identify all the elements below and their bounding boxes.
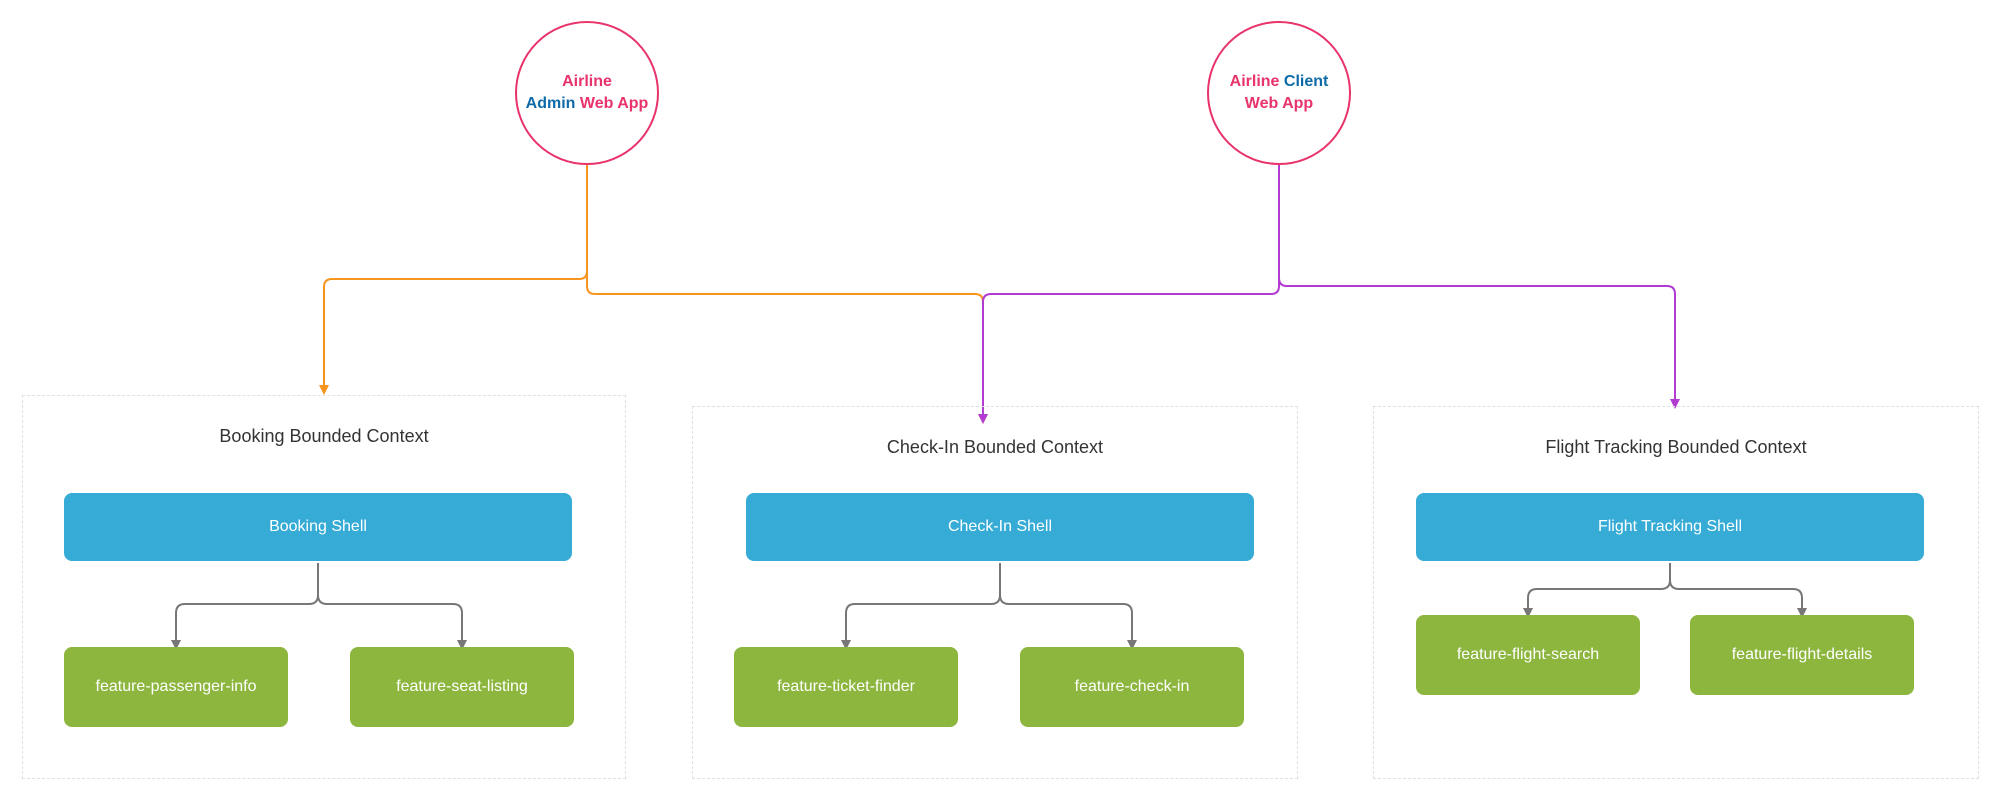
app-label-part: Admin	[525, 95, 576, 112]
booking-bounded-context: Booking Bounded Context	[22, 395, 626, 779]
context-title: Booking Bounded Context	[219, 426, 429, 446]
check-in-bounded-context: Check-In Bounded Context	[692, 406, 1298, 779]
app-label-part: Web App	[579, 95, 649, 112]
app-label-part: Web App	[1244, 95, 1314, 112]
feature-flight-details-node: feature-flight-details	[1690, 615, 1914, 695]
edge-admin-to-booking	[319, 165, 588, 395]
feature-ticket-finder-node: feature-ticket-finder	[734, 647, 958, 727]
edge-flight-shell-to-flight-details	[1669, 563, 1807, 618]
feature-check-in-node: feature-check-in	[1020, 647, 1244, 727]
edge-admin-to-checkin	[586, 165, 988, 424]
feature-seat-listing-node: feature-seat-listing	[350, 647, 574, 727]
edge-client-to-checkin	[978, 165, 1280, 424]
airline-admin-web-app-node: Airline Admin Web App	[515, 21, 659, 165]
context-title: Flight Tracking Bounded Context	[1545, 437, 1807, 457]
flight-tracking-bounded-context: Flight Tracking Bounded Context	[1373, 406, 1979, 779]
edge-client-to-flight-tracking	[1278, 165, 1680, 409]
check-in-shell: Check-In Shell	[746, 493, 1254, 561]
app-label-part: Client	[1283, 73, 1329, 90]
feature-passenger-info-node: feature-passenger-info	[64, 647, 288, 727]
edge-booking-shell-to-seat-listing	[317, 563, 467, 650]
airline-client-web-app-node: Airline Client Web App	[1207, 21, 1351, 165]
app-label-part: Airline	[562, 73, 612, 90]
edge-checkin-shell-to-check-in	[999, 563, 1137, 650]
feature-flight-search-node: feature-flight-search	[1416, 615, 1640, 695]
booking-shell: Booking Shell	[64, 493, 572, 561]
app-label-part: Airline	[1229, 73, 1280, 90]
flight-tracking-shell: Flight Tracking Shell	[1416, 493, 1924, 561]
context-title: Check-In Bounded Context	[886, 437, 1104, 457]
